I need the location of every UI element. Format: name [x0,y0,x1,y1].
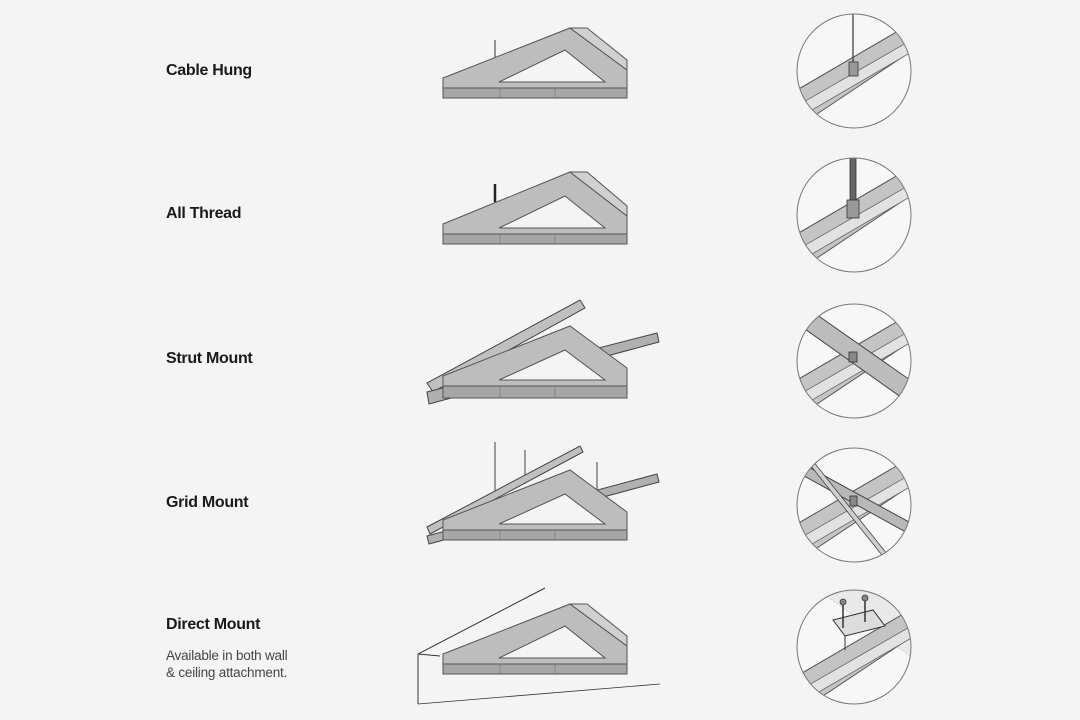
mount-row-cable-hung: Cable Hung [0,0,1080,144]
mount-row-strut-mount: Strut Mount [0,288,1080,432]
mount-label: Grid Mount [166,494,249,511]
all-thread-detail-icon [795,156,913,274]
all-thread-fixture-icon [415,144,665,264]
grid-mount-fixture-icon [415,432,665,562]
mount-label: Strut Mount [166,350,253,367]
mount-note-line-2: & ceiling attachment. [166,665,288,680]
mount-row-direct-mount: Direct Mount Available in both wall & ce… [0,576,1080,720]
cable-hung-fixture-icon [415,0,665,120]
strut-mount-fixture-icon [415,288,665,418]
mount-row-all-thread: All Thread [0,144,1080,288]
direct-mount-fixture-icon [415,576,665,711]
mount-label: All Thread [166,205,242,222]
grid-mount-detail-icon [795,446,913,564]
mount-label: Cable Hung [166,62,252,79]
strut-mount-detail-icon [795,302,913,420]
mount-row-grid-mount: Grid Mount [0,432,1080,576]
mount-note-line-1: Available in both wall [166,648,288,663]
direct-mount-detail-icon [795,588,913,706]
mount-label: Direct Mount [166,616,261,633]
cable-hung-detail-icon [795,12,913,130]
